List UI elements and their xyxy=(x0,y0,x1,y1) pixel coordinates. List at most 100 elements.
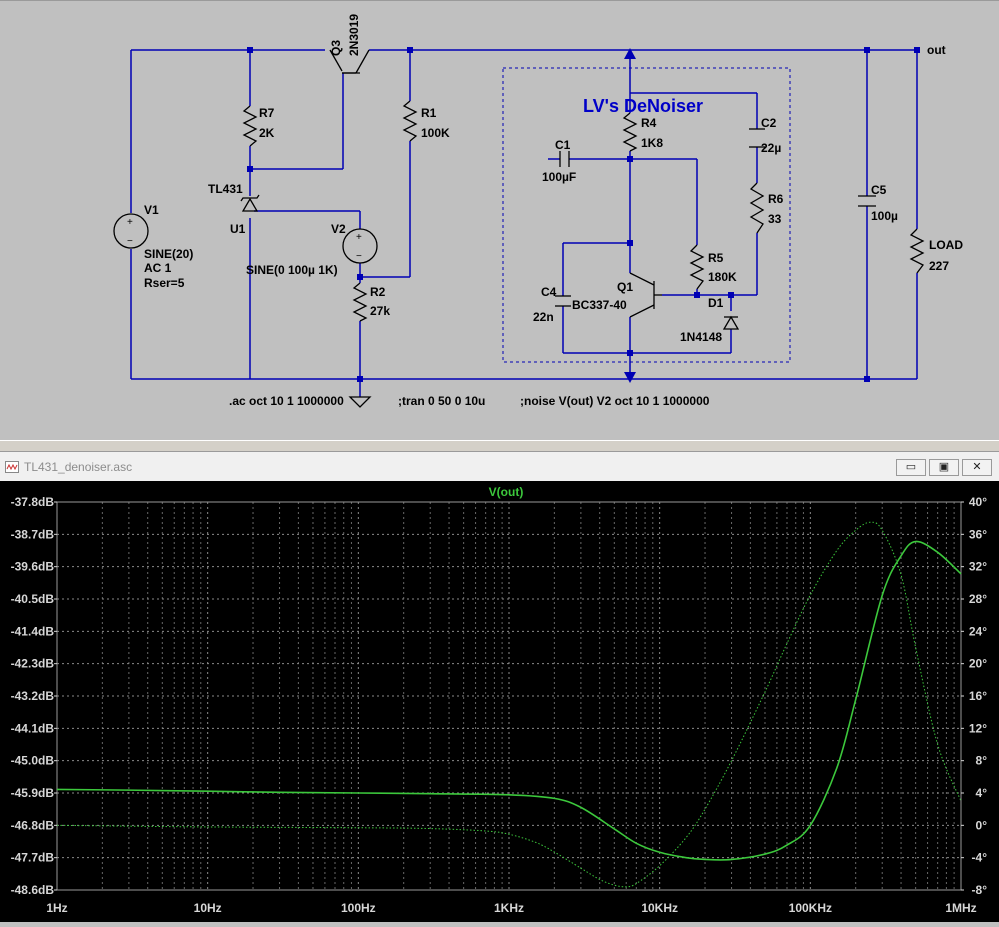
y-right-tick-label: -4° xyxy=(972,851,988,865)
resistor-r4-icon xyxy=(622,112,638,152)
r6-value: 33 xyxy=(768,212,782,226)
y-axis-right-labels: 40°36°32°28°24°20°16°12°8°4°0°-4°-8° xyxy=(961,495,987,897)
phase-trace xyxy=(56,521,962,888)
y-right-tick-label: 40° xyxy=(969,495,987,509)
d1-name: D1 xyxy=(708,296,724,310)
source-polarity: + − + − xyxy=(127,217,362,262)
c1-value: 100µF xyxy=(542,170,576,184)
load-value: 227 xyxy=(929,259,949,273)
q3-name: Q3 xyxy=(329,40,343,56)
wires xyxy=(130,49,920,397)
r4-name: R4 xyxy=(641,116,657,130)
directive-tran[interactable]: ;tran 0 50 0 10u xyxy=(398,394,485,408)
c2-value: 22µ xyxy=(761,141,781,155)
y-left-tick-label: -40.5dB xyxy=(11,592,55,606)
x-tick-label: 100Hz xyxy=(341,901,376,915)
y-right-tick-label: 20° xyxy=(969,657,987,671)
resistor-r7-icon xyxy=(242,105,258,147)
y-left-tick-label: -41.4dB xyxy=(11,624,55,638)
y-right-tick-label: 24° xyxy=(969,624,987,638)
y-left-tick-label: -37.8dB xyxy=(11,495,55,509)
svg-text:+: + xyxy=(127,217,133,228)
resistor-r5-icon xyxy=(689,244,705,290)
load-name: LOAD xyxy=(929,238,963,252)
y-left-tick-label: -44.1dB xyxy=(11,721,55,735)
y-right-tick-label: 36° xyxy=(969,527,987,541)
y-right-tick-label: 16° xyxy=(969,689,987,703)
voltage-source-v2-icon xyxy=(342,228,378,264)
r1-value: 100K xyxy=(421,126,450,140)
c1-name: C1 xyxy=(555,138,571,152)
r4-value: 1K8 xyxy=(641,136,663,150)
y-left-tick-label: -48.6dB xyxy=(11,883,55,897)
plot-window[interactable]: TL431_denoiser.asc ▭ ▣ ✕ V(out) -37.8dB-… xyxy=(0,451,999,922)
y-left-tick-label: -42.3dB xyxy=(11,657,55,671)
v1-value2: AC 1 xyxy=(144,261,172,275)
magnitude-trace xyxy=(56,540,962,861)
bode-chart[interactable]: V(out) -37.8dB -38.7dB -39.6dB -40.5dB -41.4… xyxy=(0,481,999,922)
svg-text:−: − xyxy=(356,251,362,262)
minimize-button[interactable]: ▭ xyxy=(896,459,926,476)
x-tick-label: 100KHz xyxy=(789,901,832,915)
y-left-tick-label: -38.7dB xyxy=(11,527,55,541)
resistor-r1-icon xyxy=(402,100,418,142)
v1-name: V1 xyxy=(144,203,159,217)
svg-text:+: + xyxy=(356,232,362,243)
net-label-out: out xyxy=(927,43,946,57)
x-tick-label: 1Hz xyxy=(46,901,67,915)
plot-window-title: TL431_denoiser.asc xyxy=(24,460,133,474)
y-right-tick-label: 0° xyxy=(976,818,988,832)
r1-name: R1 xyxy=(421,106,437,120)
y-right-tick-label: 32° xyxy=(969,560,987,574)
y-right-tick-label: -8° xyxy=(972,883,988,897)
c4-value: 22n xyxy=(533,310,554,324)
schematic-canvas[interactable]: +− +− LV's DeNoiser out V1 SINE(20) AC 1… xyxy=(0,1,999,441)
u1-name: U1 xyxy=(230,222,246,236)
r6-name: R6 xyxy=(768,192,784,206)
y-left-tick-label: -39.6dB xyxy=(11,560,55,574)
component-symbols xyxy=(113,49,925,408)
denoiser-box xyxy=(502,67,791,363)
q1-name: Q1 xyxy=(617,280,633,294)
junction-dots xyxy=(247,47,920,382)
r2-name: R2 xyxy=(370,285,386,299)
r7-name: R7 xyxy=(259,106,275,120)
x-tick-label: 10KHz xyxy=(641,901,678,915)
directive-noise[interactable]: ;noise V(out) V2 oct 10 1 1000000 xyxy=(520,394,710,408)
u1-value: TL431 xyxy=(208,182,243,196)
resistor-r6-icon xyxy=(749,182,765,234)
port-arrows xyxy=(624,48,636,383)
y-left-tick-label: -43.2dB xyxy=(11,689,55,703)
restore-button[interactable]: ▣ xyxy=(929,459,959,476)
pane-separator[interactable] xyxy=(0,440,999,451)
q1-value: BC337-40 xyxy=(572,298,627,312)
v1-value3: Rser=5 xyxy=(144,276,185,290)
svg-text:−: − xyxy=(127,236,133,247)
schematic-editor[interactable]: +− +− LV's DeNoiser out V1 SINE(20) AC 1… xyxy=(0,0,999,450)
y-right-tick-label: 4° xyxy=(976,786,988,800)
v2-value: SINE(0 100µ 1K) xyxy=(246,263,338,277)
chart-traces xyxy=(56,521,962,888)
x-tick-label: 1MHz xyxy=(945,901,976,915)
c2-name: C2 xyxy=(761,116,777,130)
voltage-source-v1-icon xyxy=(113,213,149,249)
y-axis-left-labels: -37.8dB -38.7dB -39.6dB -40.5dB -41.4dB -42.3… xyxy=(11,495,57,897)
resistor-load-icon xyxy=(909,228,925,274)
v2-name: V2 xyxy=(331,222,346,236)
c5-value: 100µ xyxy=(871,209,898,223)
resistor-r2-icon xyxy=(352,282,368,322)
y-right-tick-label: 8° xyxy=(976,754,988,768)
chart-title: V(out) xyxy=(489,485,524,499)
directive-ac[interactable]: .ac oct 10 1 1000000 xyxy=(229,394,344,408)
plot-area[interactable]: V(out) -37.8dB -38.7dB -39.6dB -40.5dB -41.4… xyxy=(0,481,999,922)
x-tick-label: 10Hz xyxy=(194,901,222,915)
q3-value: 2N3019 xyxy=(347,14,361,56)
r2-value: 27k xyxy=(370,304,390,318)
close-button[interactable]: ✕ xyxy=(962,459,992,476)
y-left-tick-label: -45.9dB xyxy=(11,786,55,800)
plot-titlebar[interactable]: TL431_denoiser.asc ▭ ▣ ✕ xyxy=(0,452,999,481)
v1-value1: SINE(20) xyxy=(144,247,193,261)
y-left-tick-label: -47.7dB xyxy=(11,851,55,865)
y-right-tick-label: 28° xyxy=(969,592,987,606)
